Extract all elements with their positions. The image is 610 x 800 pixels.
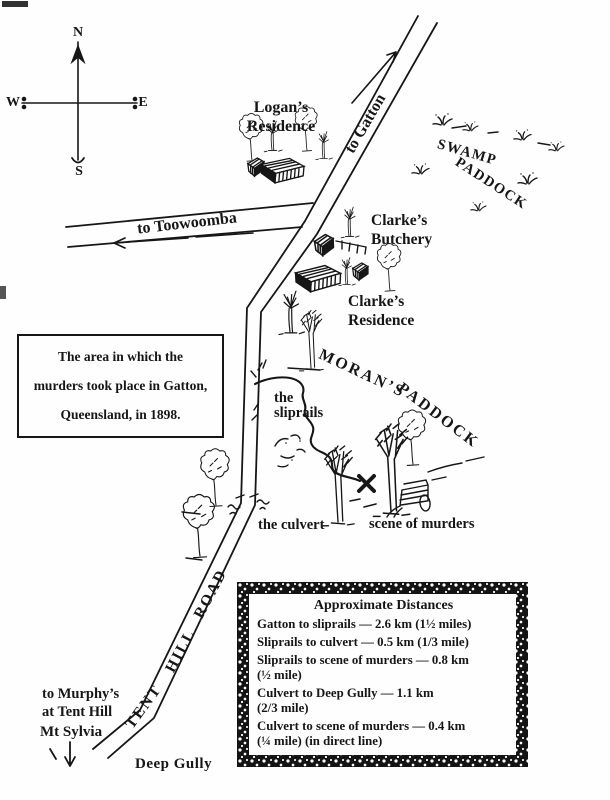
residence-buildings <box>293 243 402 295</box>
toowoomba-road-line <box>65 202 314 248</box>
distances-box: Approximate Distances Gatton to sliprail… <box>237 582 528 767</box>
distance-item: Sliprails to scene of murders — 0.8 km (… <box>257 653 469 682</box>
sliprails-bushes <box>274 434 306 468</box>
trees-morans <box>250 290 324 421</box>
sliprails-track-line <box>253 376 362 483</box>
gatton-arrow-icon <box>351 51 397 104</box>
distance-item: Sliprails to culvert — 0.5 km (1/3 mile) <box>257 635 469 649</box>
label-the-culvert: the culvert <box>258 517 325 533</box>
distance-item: Culvert to Deep Gully — 1.1 km (2/3 mile… <box>257 686 434 715</box>
info-box-line: Queensland, in 1898. <box>60 407 181 422</box>
label-clarkes-residence: Clarke’s Residence <box>348 293 415 329</box>
label-mt-sylvia: Mt Sylvia <box>40 724 103 740</box>
compass-south-label: S <box>75 164 83 179</box>
trees-scene <box>322 409 485 527</box>
scan-artifact <box>0 286 6 299</box>
label-scene-of-murders: scene of murders <box>369 516 475 532</box>
mt-sylvia-arrow-icon <box>49 741 76 767</box>
label-clarkes-butchery: Clarke’s Butchery <box>371 212 433 248</box>
trees-roadside <box>181 448 230 561</box>
info-box-line: murders took place in Gatton, <box>33 378 208 393</box>
toowoomba-arrow-icon <box>113 232 254 249</box>
murder-x-icon <box>357 474 376 493</box>
compass-rose-icon <box>21 41 138 164</box>
butchery-building <box>313 206 367 257</box>
cart-sketch <box>386 479 431 518</box>
distance-item: Gatton to sliprails — 2.6 km (1½ miles) <box>257 617 472 631</box>
distances-title: Approximate Distances <box>313 598 454 613</box>
culvert-marks <box>227 493 270 515</box>
distance-item: Culvert to scene of murders — 0.4 km (¼ … <box>257 719 466 748</box>
label-the-sliprails: the sliprails <box>274 390 324 421</box>
compass-west-label: W <box>6 95 20 110</box>
swamp-grass <box>411 112 565 212</box>
info-box-line: The area in which the <box>57 349 183 364</box>
compass-east-label: E <box>138 95 148 110</box>
distances-box-inner: Approximate Distances Gatton to sliprail… <box>249 594 516 755</box>
scan-artifact <box>2 1 28 7</box>
info-box: The area in which the murders took place… <box>17 334 224 438</box>
logans-buildings <box>247 155 306 186</box>
main-road-line <box>92 15 438 759</box>
label-to-murphys: to Murphy’s at Tent Hill <box>42 686 120 720</box>
label-logans-residence: Logan’s Residence <box>246 99 316 135</box>
compass-north-label: N <box>72 25 84 40</box>
label-deep-gully: Deep Gully <box>135 756 213 772</box>
